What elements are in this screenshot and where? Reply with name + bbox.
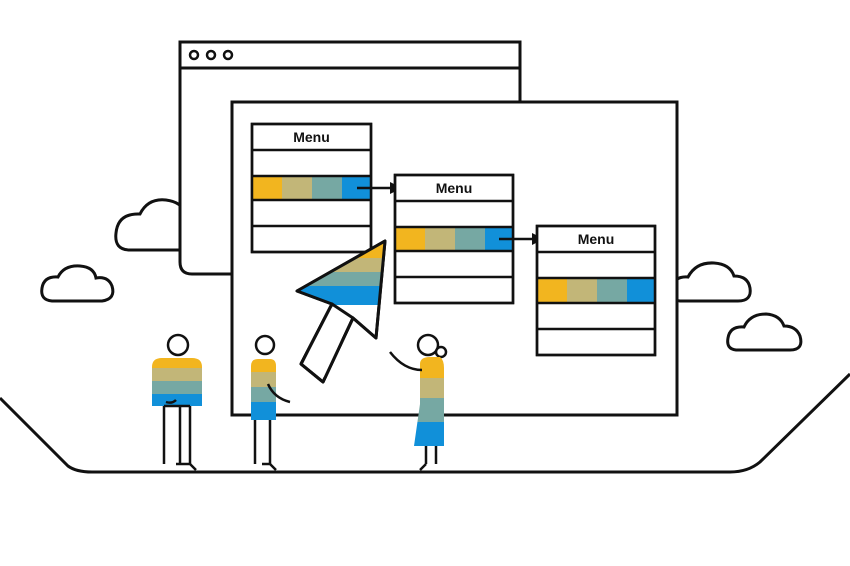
menu-item-highlighted[interactable] bbox=[252, 176, 371, 200]
cloud-icon bbox=[726, 312, 803, 352]
person-figure bbox=[152, 333, 202, 471]
ground-line bbox=[0, 372, 850, 474]
menu-item-highlighted[interactable] bbox=[395, 227, 513, 251]
window-dots-icon bbox=[188, 49, 234, 61]
menu-panel-1: Menu bbox=[250, 122, 373, 254]
cloud-icon bbox=[40, 264, 115, 303]
menu-title: Menu bbox=[293, 129, 330, 145]
menu-item-highlighted[interactable] bbox=[537, 278, 655, 303]
menu-panel-2: Menu bbox=[393, 173, 515, 305]
menu-panel-3: Menu bbox=[535, 224, 657, 357]
menu-title: Menu bbox=[436, 180, 473, 196]
cloud-icon bbox=[670, 261, 752, 303]
person-figure bbox=[251, 334, 291, 471]
menu-title: Menu bbox=[578, 231, 615, 247]
